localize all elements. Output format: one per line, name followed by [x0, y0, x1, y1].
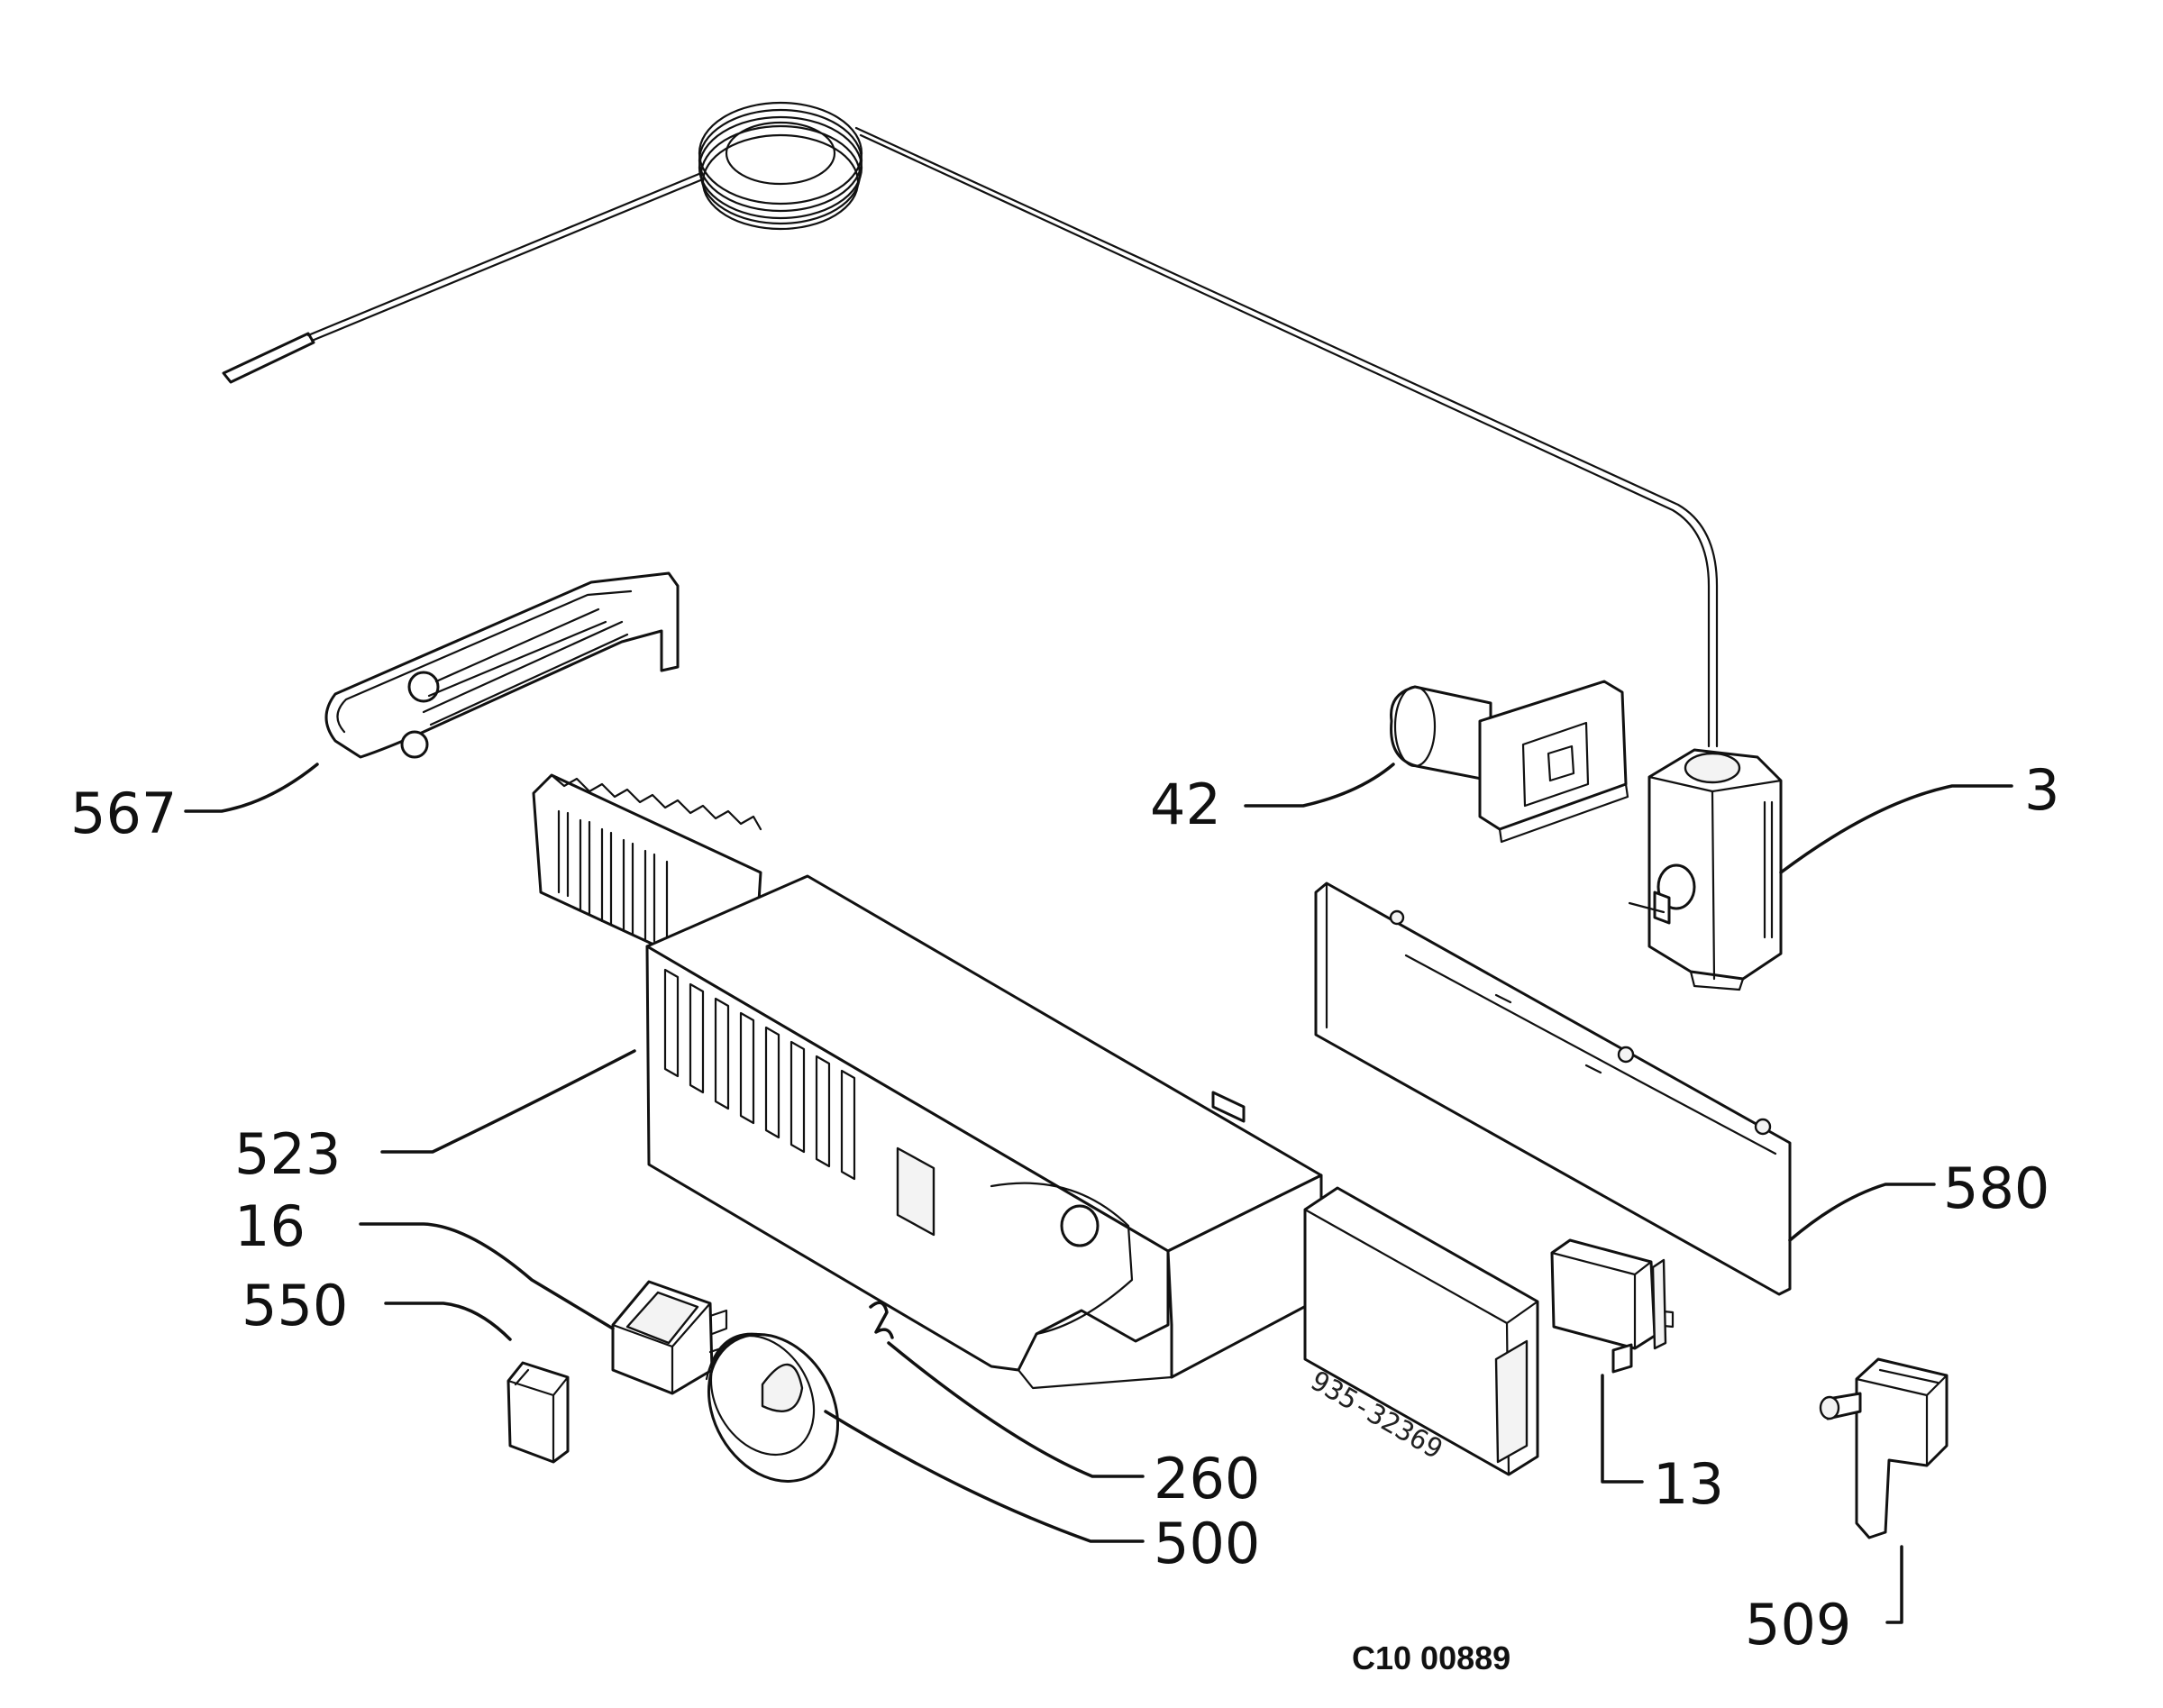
- leader-580: [1788, 1183, 1936, 1242]
- callout-16: 16: [234, 1193, 306, 1259]
- electronic-module: 935-32369: [1303, 1186, 1539, 1476]
- callout-42: 42: [1150, 772, 1221, 837]
- part-42-lamp-holder: [1390, 680, 1629, 844]
- part-500-knob: [705, 1332, 840, 1483]
- callout-550: 550: [242, 1273, 348, 1338]
- housing-vent-slots: [663, 968, 856, 1181]
- part-260-clip: [869, 1301, 894, 1339]
- capillary-coil: [698, 101, 863, 231]
- leader-lines: [184, 763, 2013, 1624]
- callout-260: 260: [1154, 1446, 1260, 1512]
- part-16-switch: [611, 1280, 728, 1395]
- leader-260: [887, 1341, 1145, 1478]
- leader-42: [1244, 763, 1395, 808]
- leader-509: [1885, 1545, 1903, 1624]
- capillary-tube: [222, 101, 1719, 748]
- callout-3: 3: [2024, 757, 2059, 823]
- part-550-cap: [507, 1361, 570, 1464]
- part-13-switch-block: [1550, 1238, 1675, 1374]
- leader-567: [184, 763, 319, 813]
- leader-13: [1601, 1374, 1644, 1484]
- callout-labels: 567 42 3 523 580 16 550 260 500 13 509: [70, 757, 2059, 1658]
- rear-ribbed-insert: [532, 773, 762, 950]
- leader-550: [384, 1302, 512, 1341]
- callout-523: 523: [234, 1121, 341, 1187]
- leader-16: [359, 1222, 615, 1330]
- callout-509: 509: [1745, 1592, 1851, 1658]
- callout-567: 567: [70, 781, 177, 846]
- leader-3: [1779, 784, 2013, 874]
- part-509-bracket: [1819, 1357, 1949, 1539]
- part-3-thermostat: [1628, 748, 1783, 991]
- part-523-housing: [645, 874, 1323, 1390]
- leader-500: [824, 1410, 1145, 1543]
- leader-523: [380, 1049, 636, 1154]
- callout-500: 500: [1154, 1511, 1260, 1576]
- diagram-reference-code: C10 00889: [1352, 1639, 1510, 1676]
- part-567-lever: [324, 571, 680, 759]
- callout-13: 13: [1653, 1451, 1724, 1517]
- part-580-cover-plate: [1314, 881, 1792, 1296]
- callout-580: 580: [1943, 1155, 2049, 1221]
